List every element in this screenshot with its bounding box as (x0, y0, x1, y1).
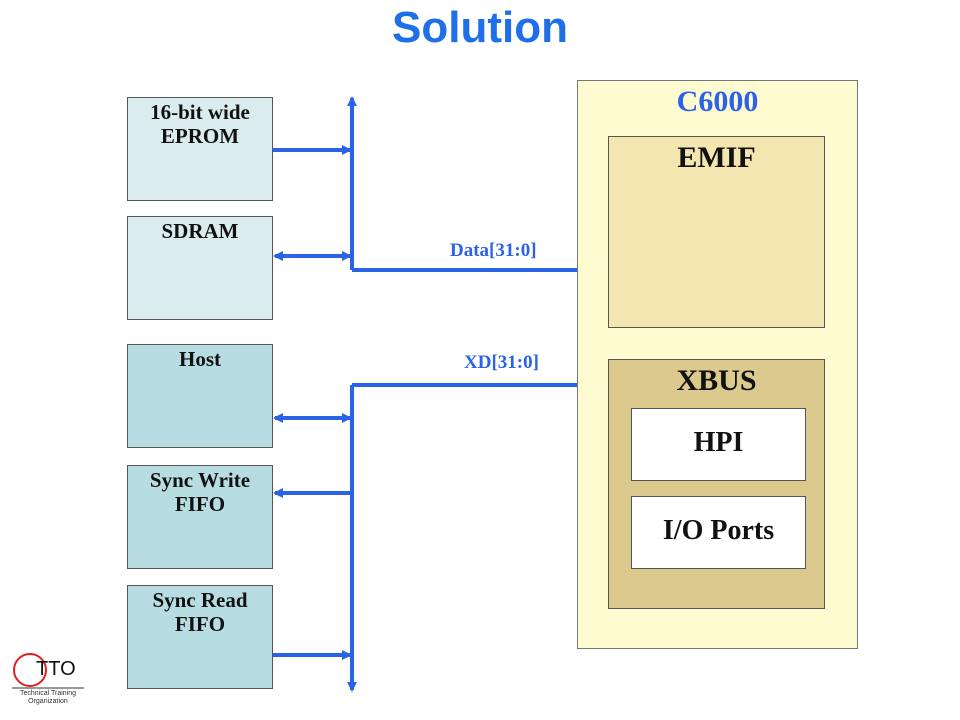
c6000-label: C6000 (676, 85, 759, 118)
device-host-label: Host (179, 347, 221, 371)
device-sync-write-fifo: Sync Write FIFO (127, 465, 273, 569)
io-ports-label: I/O Ports (662, 515, 775, 546)
emif-block: EMIF (608, 136, 825, 328)
device-sync-read-fifo-label: Sync Read FIFO (152, 588, 248, 636)
data-bus-label: Data[31:0] (450, 240, 537, 261)
tto-logo-subtitle: Technical Training Organization (19, 690, 77, 705)
emif-label: EMIF (677, 141, 756, 174)
device-eprom: 16-bit wide EPROM (127, 97, 273, 201)
xd-bus-label: XD[31:0] (464, 352, 539, 373)
hpi-label: HPI (693, 427, 744, 458)
device-sync-write-fifo-label: Sync Write FIFO (149, 468, 251, 516)
hpi-block: HPI (631, 408, 806, 481)
page-title: Solution (392, 3, 568, 52)
xbus-block: XBUS (608, 359, 825, 609)
device-host: Host (127, 344, 273, 448)
tto-logo: TTO Technical Training Organization (8, 650, 88, 716)
io-ports-block: I/O Ports (631, 496, 806, 569)
device-sdram-label: SDRAM (161, 219, 239, 243)
device-eprom-label: 16-bit wide EPROM (150, 100, 250, 148)
device-sync-read-fifo: Sync Read FIFO (127, 585, 273, 689)
tto-logo-circle-icon (12, 653, 84, 689)
tto-logo-text: TTO (36, 658, 76, 680)
xbus-label: XBUS (676, 364, 757, 397)
device-sdram: SDRAM (127, 216, 273, 320)
